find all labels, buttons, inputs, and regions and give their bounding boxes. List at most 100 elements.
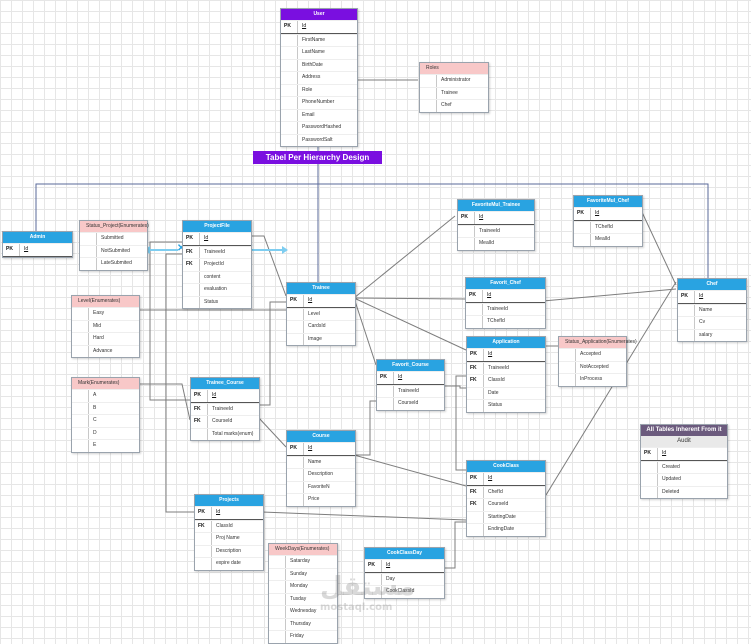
table-row[interactable]: TraineeId: [458, 224, 534, 237]
table-row[interactable]: FavoriteN: [287, 480, 355, 493]
table-row[interactable]: CourseId: [377, 397, 444, 410]
table-row[interactable]: Address: [281, 71, 357, 84]
table-row[interactable]: B: [72, 401, 139, 414]
table-row[interactable]: Total marks(enum): [191, 427, 259, 440]
table-row[interactable]: EndingDate: [467, 523, 545, 536]
table-row[interactable]: CookClassId: [365, 585, 444, 598]
table-row[interactable]: E: [72, 439, 139, 452]
table-row[interactable]: PhoneNumber: [281, 96, 357, 109]
table-row[interactable]: Thursday: [269, 617, 337, 630]
table-row[interactable]: TraineeId: [466, 302, 545, 315]
table-row[interactable]: Advance: [72, 344, 139, 357]
table-row[interactable]: Status: [467, 399, 545, 412]
table-row[interactable]: Date: [467, 386, 545, 399]
table-row[interactable]: Easy: [72, 307, 139, 320]
table-row[interactable]: C: [72, 414, 139, 427]
table-row[interactable]: Updated: [641, 473, 727, 486]
table-row[interactable]: Image: [287, 332, 355, 345]
table-row[interactable]: Hard: [72, 332, 139, 345]
table-row[interactable]: Friday: [269, 630, 337, 643]
table-row[interactable]: PasswordSalt: [281, 133, 357, 146]
table-row[interactable]: Role: [281, 83, 357, 96]
table-row[interactable]: TChefId: [574, 220, 642, 233]
table-row[interactable]: Satarday: [269, 555, 337, 568]
table-row[interactable]: Day: [365, 572, 444, 585]
table-row[interactable]: Tusday: [269, 592, 337, 605]
table-row[interactable]: Email: [281, 108, 357, 121]
table-row[interactable]: Name: [678, 303, 746, 316]
table-row[interactable]: InProcess: [559, 373, 626, 386]
table-row[interactable]: TChefId: [466, 315, 545, 328]
table-row[interactable]: Administrator: [420, 74, 488, 87]
table-row[interactable]: A: [72, 389, 139, 402]
table-row[interactable]: Created: [641, 460, 727, 473]
table-row[interactable]: LateSubmited: [80, 257, 147, 270]
table-row[interactable]: Accepted: [559, 348, 626, 361]
table-row[interactable]: Trainee: [420, 86, 488, 99]
table-row[interactable]: LastName: [281, 46, 357, 59]
table-row[interactable]: NotAccepted: [559, 360, 626, 373]
table-row[interactable]: FirstName: [281, 33, 357, 46]
table-row[interactable]: PasswordHashed: [281, 121, 357, 134]
table-row[interactable]: Proj Name: [195, 532, 263, 545]
table-row[interactable]: Deleted: [641, 485, 727, 498]
table-row[interactable]: Mid: [72, 319, 139, 332]
table-row[interactable]: Sunday: [269, 567, 337, 580]
table-row[interactable]: Status: [183, 295, 251, 308]
table-row[interactable]: content: [183, 270, 251, 283]
table-row[interactable]: expire date: [195, 557, 263, 570]
table-row[interactable]: Description: [195, 544, 263, 557]
table-row[interactable]: MealId: [574, 233, 642, 246]
table-row[interactable]: Monday: [269, 580, 337, 593]
table-row[interactable]: Submitted: [80, 232, 147, 245]
table-row[interactable]: BirthDate: [281, 58, 357, 71]
table-row[interactable]: CardsId: [287, 320, 355, 333]
table-row[interactable]: salary: [678, 328, 746, 341]
table-row[interactable]: Cv: [678, 316, 746, 329]
table-row[interactable]: evaluation: [183, 283, 251, 296]
table-row[interactable]: StartingDate: [467, 510, 545, 523]
table-row[interactable]: Wednesday: [269, 605, 337, 618]
table-row[interactable]: Level: [287, 307, 355, 320]
